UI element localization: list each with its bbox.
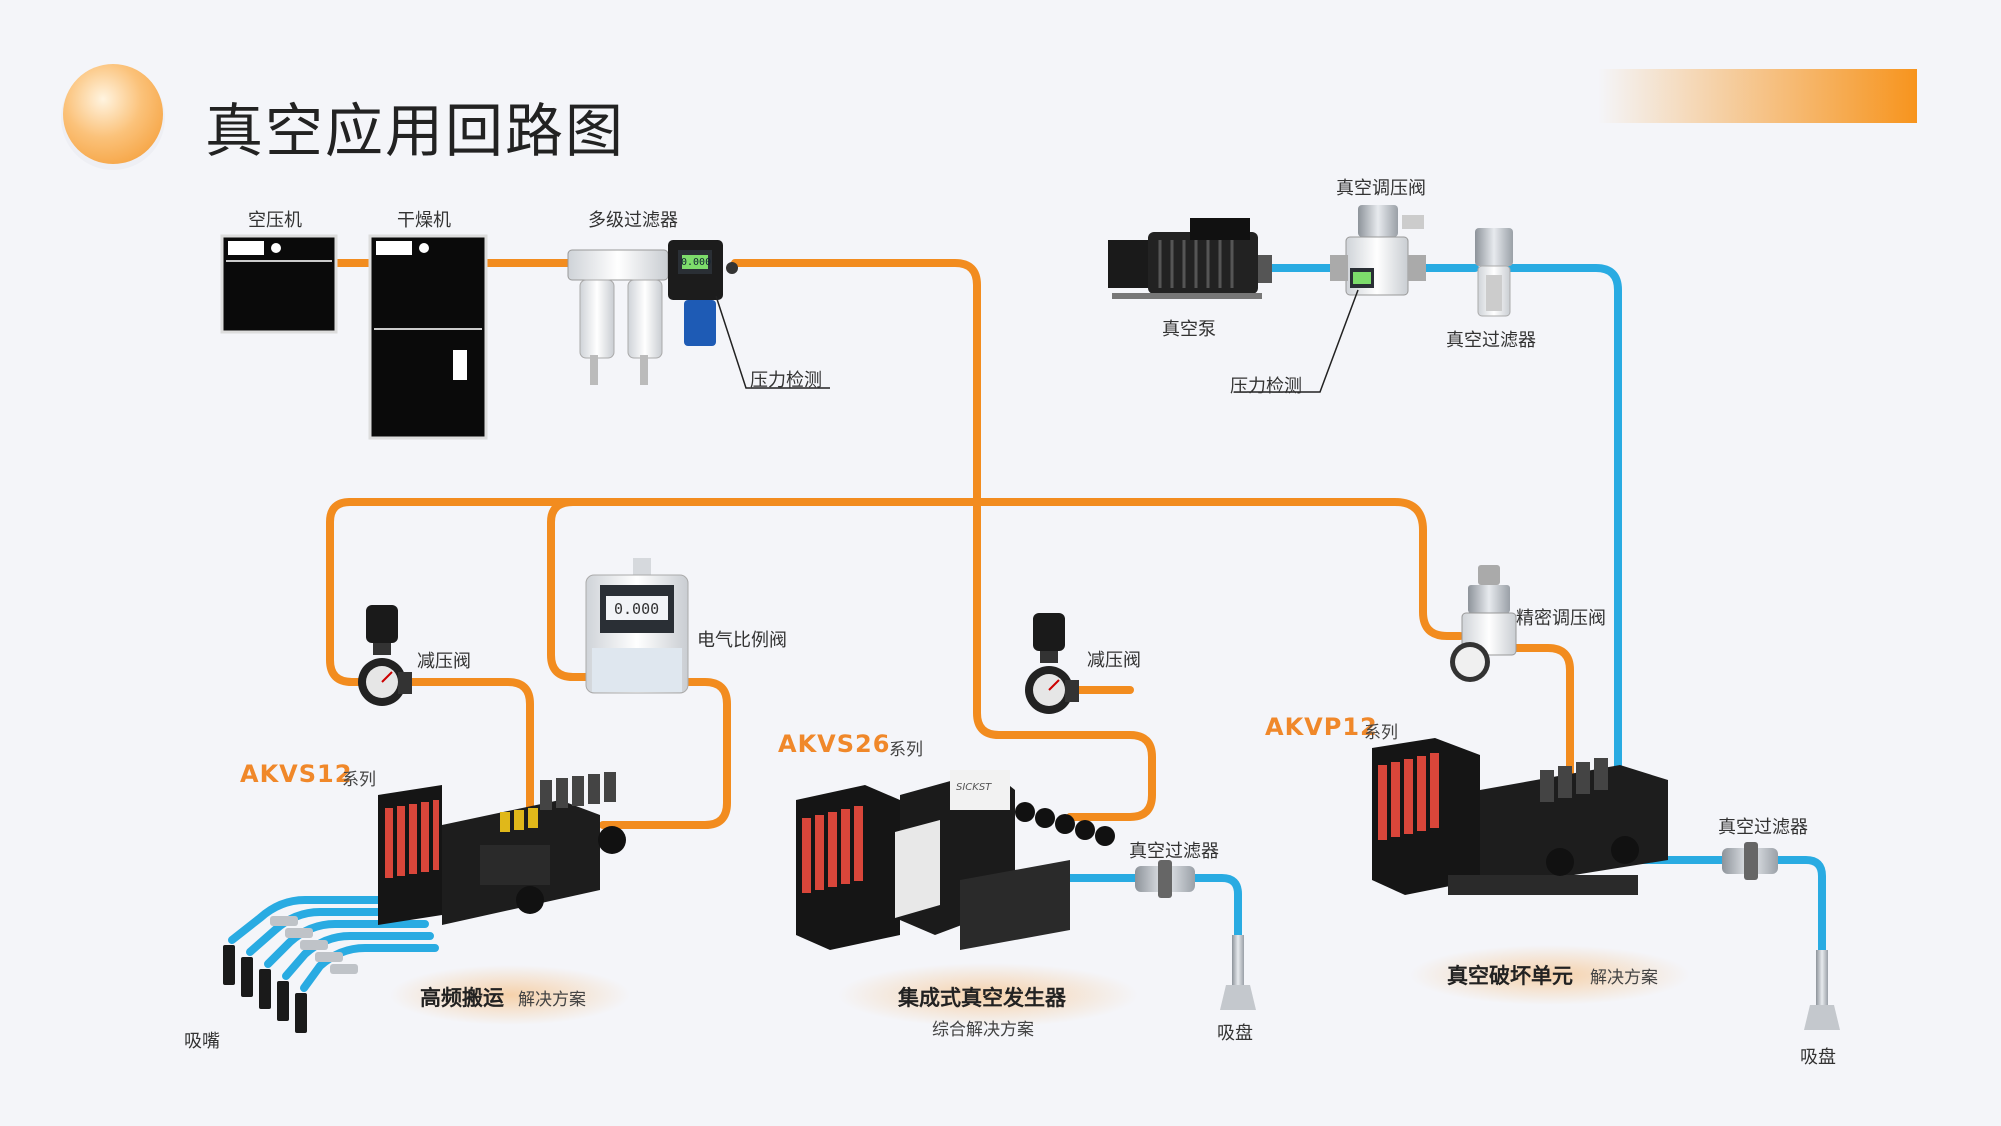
label-vacuum-filter-mid: 真空过滤器 xyxy=(1129,841,1219,862)
label-nozzle: 吸嘴 xyxy=(184,1031,220,1052)
glow-left xyxy=(390,965,630,1025)
label-vacuum-pump: 真空泵 xyxy=(1162,319,1216,340)
air-pipe-precision-out xyxy=(1491,644,1574,849)
air-compressor xyxy=(220,234,338,334)
label-reducer-2: 减压阀 xyxy=(1087,650,1141,671)
label-ep-valve: 电气比例阀 xyxy=(697,630,787,651)
vacuum-filter-top xyxy=(1475,228,1513,317)
vac-pipe-mid-cup xyxy=(1191,874,1242,939)
solution-sub-high-freq: 解决方案 xyxy=(518,990,586,1010)
vac-pipe-filter-down xyxy=(1504,264,1622,839)
vacuum-filter-mid xyxy=(1135,860,1195,898)
nozzle-fittings xyxy=(270,916,358,974)
suction-cup-mid xyxy=(1220,935,1256,1010)
air-pipes xyxy=(326,259,1574,849)
air-pipe-ep-drop xyxy=(547,498,590,681)
precision-regulator xyxy=(1450,565,1517,682)
callout-line-pressure-1 xyxy=(715,295,830,389)
air-pipe-ep-out xyxy=(599,678,731,829)
label-vacuum-filter-top: 真空过滤器 xyxy=(1446,330,1536,351)
series-code-akvp12: AKVP12 xyxy=(1265,713,1378,741)
product-akvs26 xyxy=(796,770,1115,950)
solution-main-integrated: 集成式真空发生器 xyxy=(898,986,1066,1010)
label-vacuum-regulator: 真空调压阀 xyxy=(1336,178,1426,199)
vacuum-pump xyxy=(1108,218,1272,299)
page-title: 真空应用回路图 xyxy=(205,97,626,165)
header-accent-bar xyxy=(1598,69,1917,123)
air-pipe-manifold-h xyxy=(346,498,1464,640)
dryer xyxy=(368,234,488,440)
label-precision-regulator: 精密调压阀 xyxy=(1516,608,1606,629)
vacuum-regulator xyxy=(1330,205,1426,296)
ep-display-reading: 0.000 xyxy=(614,600,660,618)
label-cup-right: 吸盘 xyxy=(1800,1047,1836,1068)
solution-main-high-freq: 高频搬运 xyxy=(420,986,504,1010)
series-word-akvp12: 系列 xyxy=(1364,723,1398,743)
suction-nozzles xyxy=(223,945,307,1033)
label-multi-filter: 多级过滤器 xyxy=(588,210,678,231)
solution-sub-integrated: 综合解决方案 xyxy=(932,1020,1034,1040)
solution-sub-vacuum-break: 解决方案 xyxy=(1590,968,1658,988)
label-pressure-detect-2: 压力检测 xyxy=(1230,376,1302,397)
vac-pipe-nozzle-1 xyxy=(228,896,419,944)
electro-proportional-valve xyxy=(585,558,689,694)
label-vacuum-filter-right: 真空过滤器 xyxy=(1718,817,1808,838)
air-pipe-left-drop xyxy=(326,498,369,686)
air-pipe-main-feed xyxy=(731,259,1156,821)
pressure-reducer-1 xyxy=(358,605,412,706)
label-pressure-detect-1: 压力检测 xyxy=(750,370,822,391)
glow-right xyxy=(1410,945,1690,1005)
filter-display-reading: 0.000 xyxy=(681,257,712,268)
akvs26-brand: SICKST xyxy=(956,782,992,793)
air-pipe-reducer1-out xyxy=(406,678,534,849)
glow-mid xyxy=(838,963,1138,1027)
multi-stage-filter xyxy=(567,240,738,385)
series-word-akvs12: 系列 xyxy=(342,770,376,790)
pressure-reducer-2 xyxy=(1025,613,1079,714)
suction-cup-right xyxy=(1804,950,1840,1030)
vac-pipe-right-cup xyxy=(1774,856,1826,954)
label-dryer: 干燥机 xyxy=(397,210,451,231)
series-word-akvs26: 系列 xyxy=(889,740,923,760)
callout-line-pressure-2 xyxy=(1234,289,1359,393)
series-code-akvs26: AKVS26 xyxy=(778,730,891,758)
product-akvp12 xyxy=(1372,738,1668,895)
header-orb xyxy=(61,64,165,170)
label-reducer-1: 减压阀 xyxy=(417,651,471,672)
label-cup-mid: 吸盘 xyxy=(1217,1023,1253,1044)
product-akvs12 xyxy=(378,772,626,925)
label-compressor: 空压机 xyxy=(248,210,302,231)
series-code-akvs12: AKVS12 xyxy=(240,760,353,788)
vacuum-filter-right xyxy=(1722,842,1778,880)
solution-main-vacuum-break: 真空破坏单元 xyxy=(1447,964,1573,988)
